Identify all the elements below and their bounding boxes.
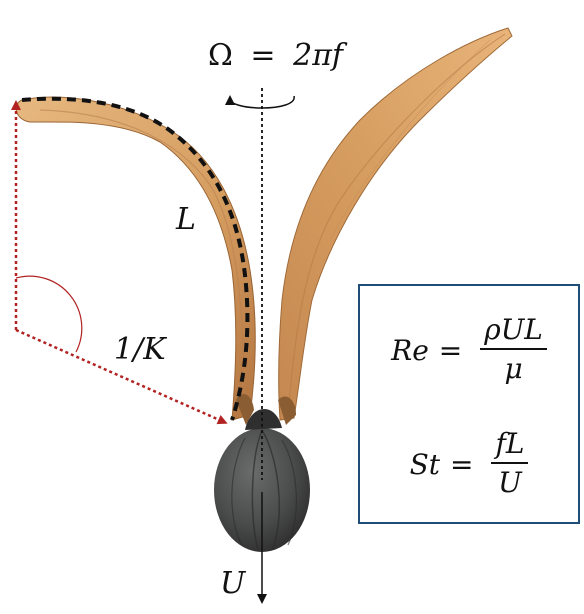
seed-pod-cap (245, 409, 282, 430)
angle-arc (15, 275, 83, 353)
omega-rhs: 2πf (293, 38, 344, 73)
length-label: L (176, 202, 196, 237)
seed-pod (214, 428, 310, 552)
rotation-arrow (225, 95, 295, 109)
strouhal-numerator: fL (491, 428, 529, 464)
reynolds-formula: Re = ρUL μ (360, 304, 578, 396)
inverse-k-label: 1/K (114, 332, 166, 367)
reynolds-eq: = (438, 333, 463, 367)
seed-pod-rib (251, 429, 263, 551)
seed-pod-rib (261, 429, 280, 551)
formula-box: Re = ρUL μ St = fL U (358, 284, 580, 524)
right-wing-vein (287, 33, 506, 416)
right-wing-vein (329, 39, 491, 241)
velocity-label: U (220, 566, 246, 601)
strouhal-formula: St = fL U (360, 418, 578, 510)
length-dashed-curve (21, 96, 250, 421)
omega-label: Ω = 2πf (208, 38, 343, 73)
left-wing (15, 96, 256, 421)
strouhal-denominator: U (498, 466, 522, 499)
omega-lhs: Ω (208, 38, 233, 73)
seed-pod-rib (281, 439, 297, 546)
seed-pod-rib (231, 437, 246, 546)
red-diagonal-line (15, 328, 228, 425)
omega-eq: = (250, 38, 276, 73)
reynolds-denominator: μ (504, 352, 523, 385)
sepal-base (278, 396, 296, 425)
reynolds-fraction: ρUL μ (480, 314, 547, 385)
strouhal-eq: = (450, 447, 474, 481)
strouhal-lhs: St (409, 447, 440, 481)
strouhal-fraction: fL U (491, 428, 529, 499)
reynolds-lhs: Re (391, 333, 429, 367)
right-wing (278, 27, 513, 421)
sepal-base (236, 394, 254, 425)
left-wing-vein (39, 109, 245, 411)
reynolds-numerator: ρUL (480, 314, 547, 350)
